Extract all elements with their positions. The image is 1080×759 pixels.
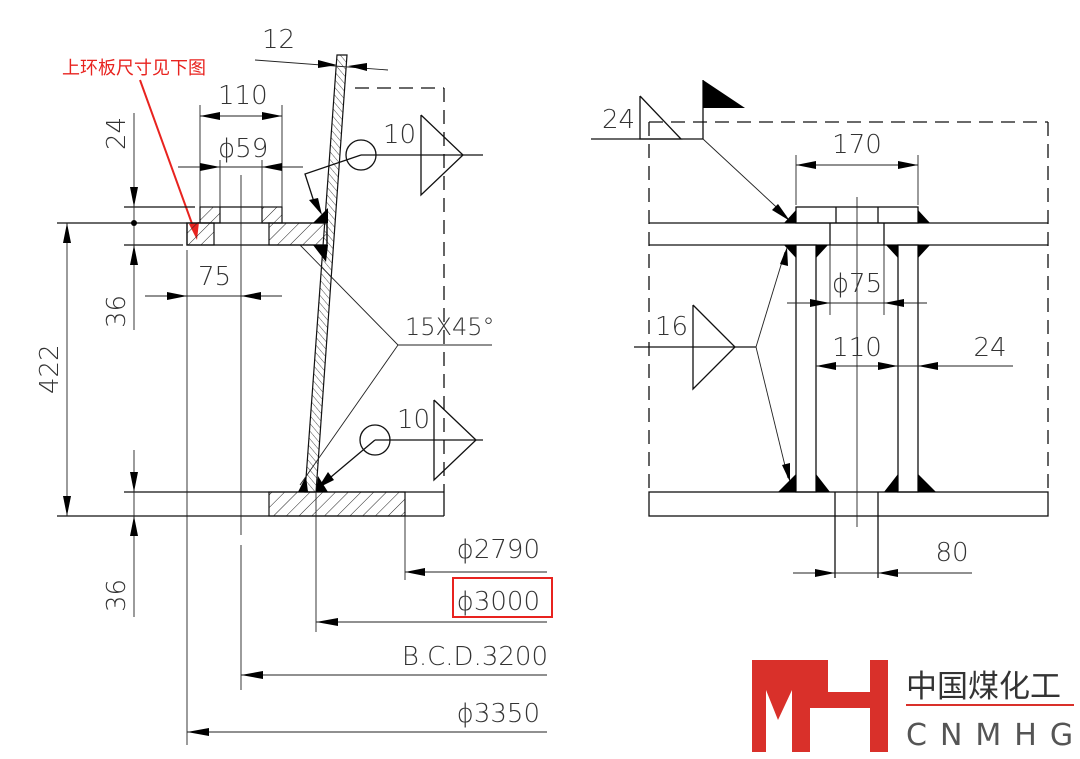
- dim-phi3350: ϕ3350: [457, 699, 540, 729]
- dim-36-bottom: 36: [102, 579, 132, 612]
- chamfer-label: 15X45°: [405, 313, 495, 341]
- weld-size-top: 10: [383, 120, 416, 150]
- dim-phi59: ϕ59: [218, 134, 268, 164]
- left-section-view: 上环板尺寸见下图 12: [35, 25, 553, 745]
- highlight-box: [452, 577, 553, 618]
- weld-size-bottom: 10: [397, 405, 430, 435]
- logo-mark: [752, 660, 888, 752]
- weld-size-flag: 24: [602, 105, 635, 135]
- dim-phi3000: ϕ3000: [457, 587, 540, 617]
- annotation-note: 上环板尺寸见下图: [62, 58, 206, 79]
- weld-size-rib: 16: [655, 312, 688, 342]
- dim-36: 36: [102, 295, 132, 328]
- dim-phi75: ϕ75: [832, 269, 882, 299]
- dim-24-right: 24: [973, 333, 1006, 363]
- washer-left: [199, 206, 221, 224]
- dim-75: 75: [198, 262, 231, 292]
- dim-bcd3200: B.C.D.3200: [402, 642, 548, 672]
- dim-170: 170: [832, 130, 882, 160]
- dim-phi2790: ϕ2790: [457, 535, 540, 565]
- annotation-arrow: [139, 79, 196, 233]
- rib-right: [897, 244, 919, 493]
- dim-80: 80: [935, 538, 968, 568]
- dim-12: 12: [262, 25, 295, 55]
- right-front-view: 170 ϕ75 110 24 80 24 16: [591, 80, 1049, 578]
- dim-110: 110: [218, 81, 268, 111]
- logo-name-en: CNMHG: [906, 718, 1080, 753]
- washer-right: [261, 206, 283, 224]
- bottom-plate-section: [268, 491, 406, 517]
- dim-422: 422: [35, 344, 65, 394]
- logo-name-cn: 中国煤化工: [906, 669, 1061, 705]
- cnmhg-logo: 中国煤化工 CNMHG: [752, 660, 1080, 753]
- field-weld-flag-icon: [703, 80, 745, 108]
- dim-110-right: 110: [832, 333, 882, 363]
- rib-left: [795, 244, 817, 493]
- dim-24: 24: [102, 117, 132, 150]
- bottom-plate: [648, 491, 1049, 517]
